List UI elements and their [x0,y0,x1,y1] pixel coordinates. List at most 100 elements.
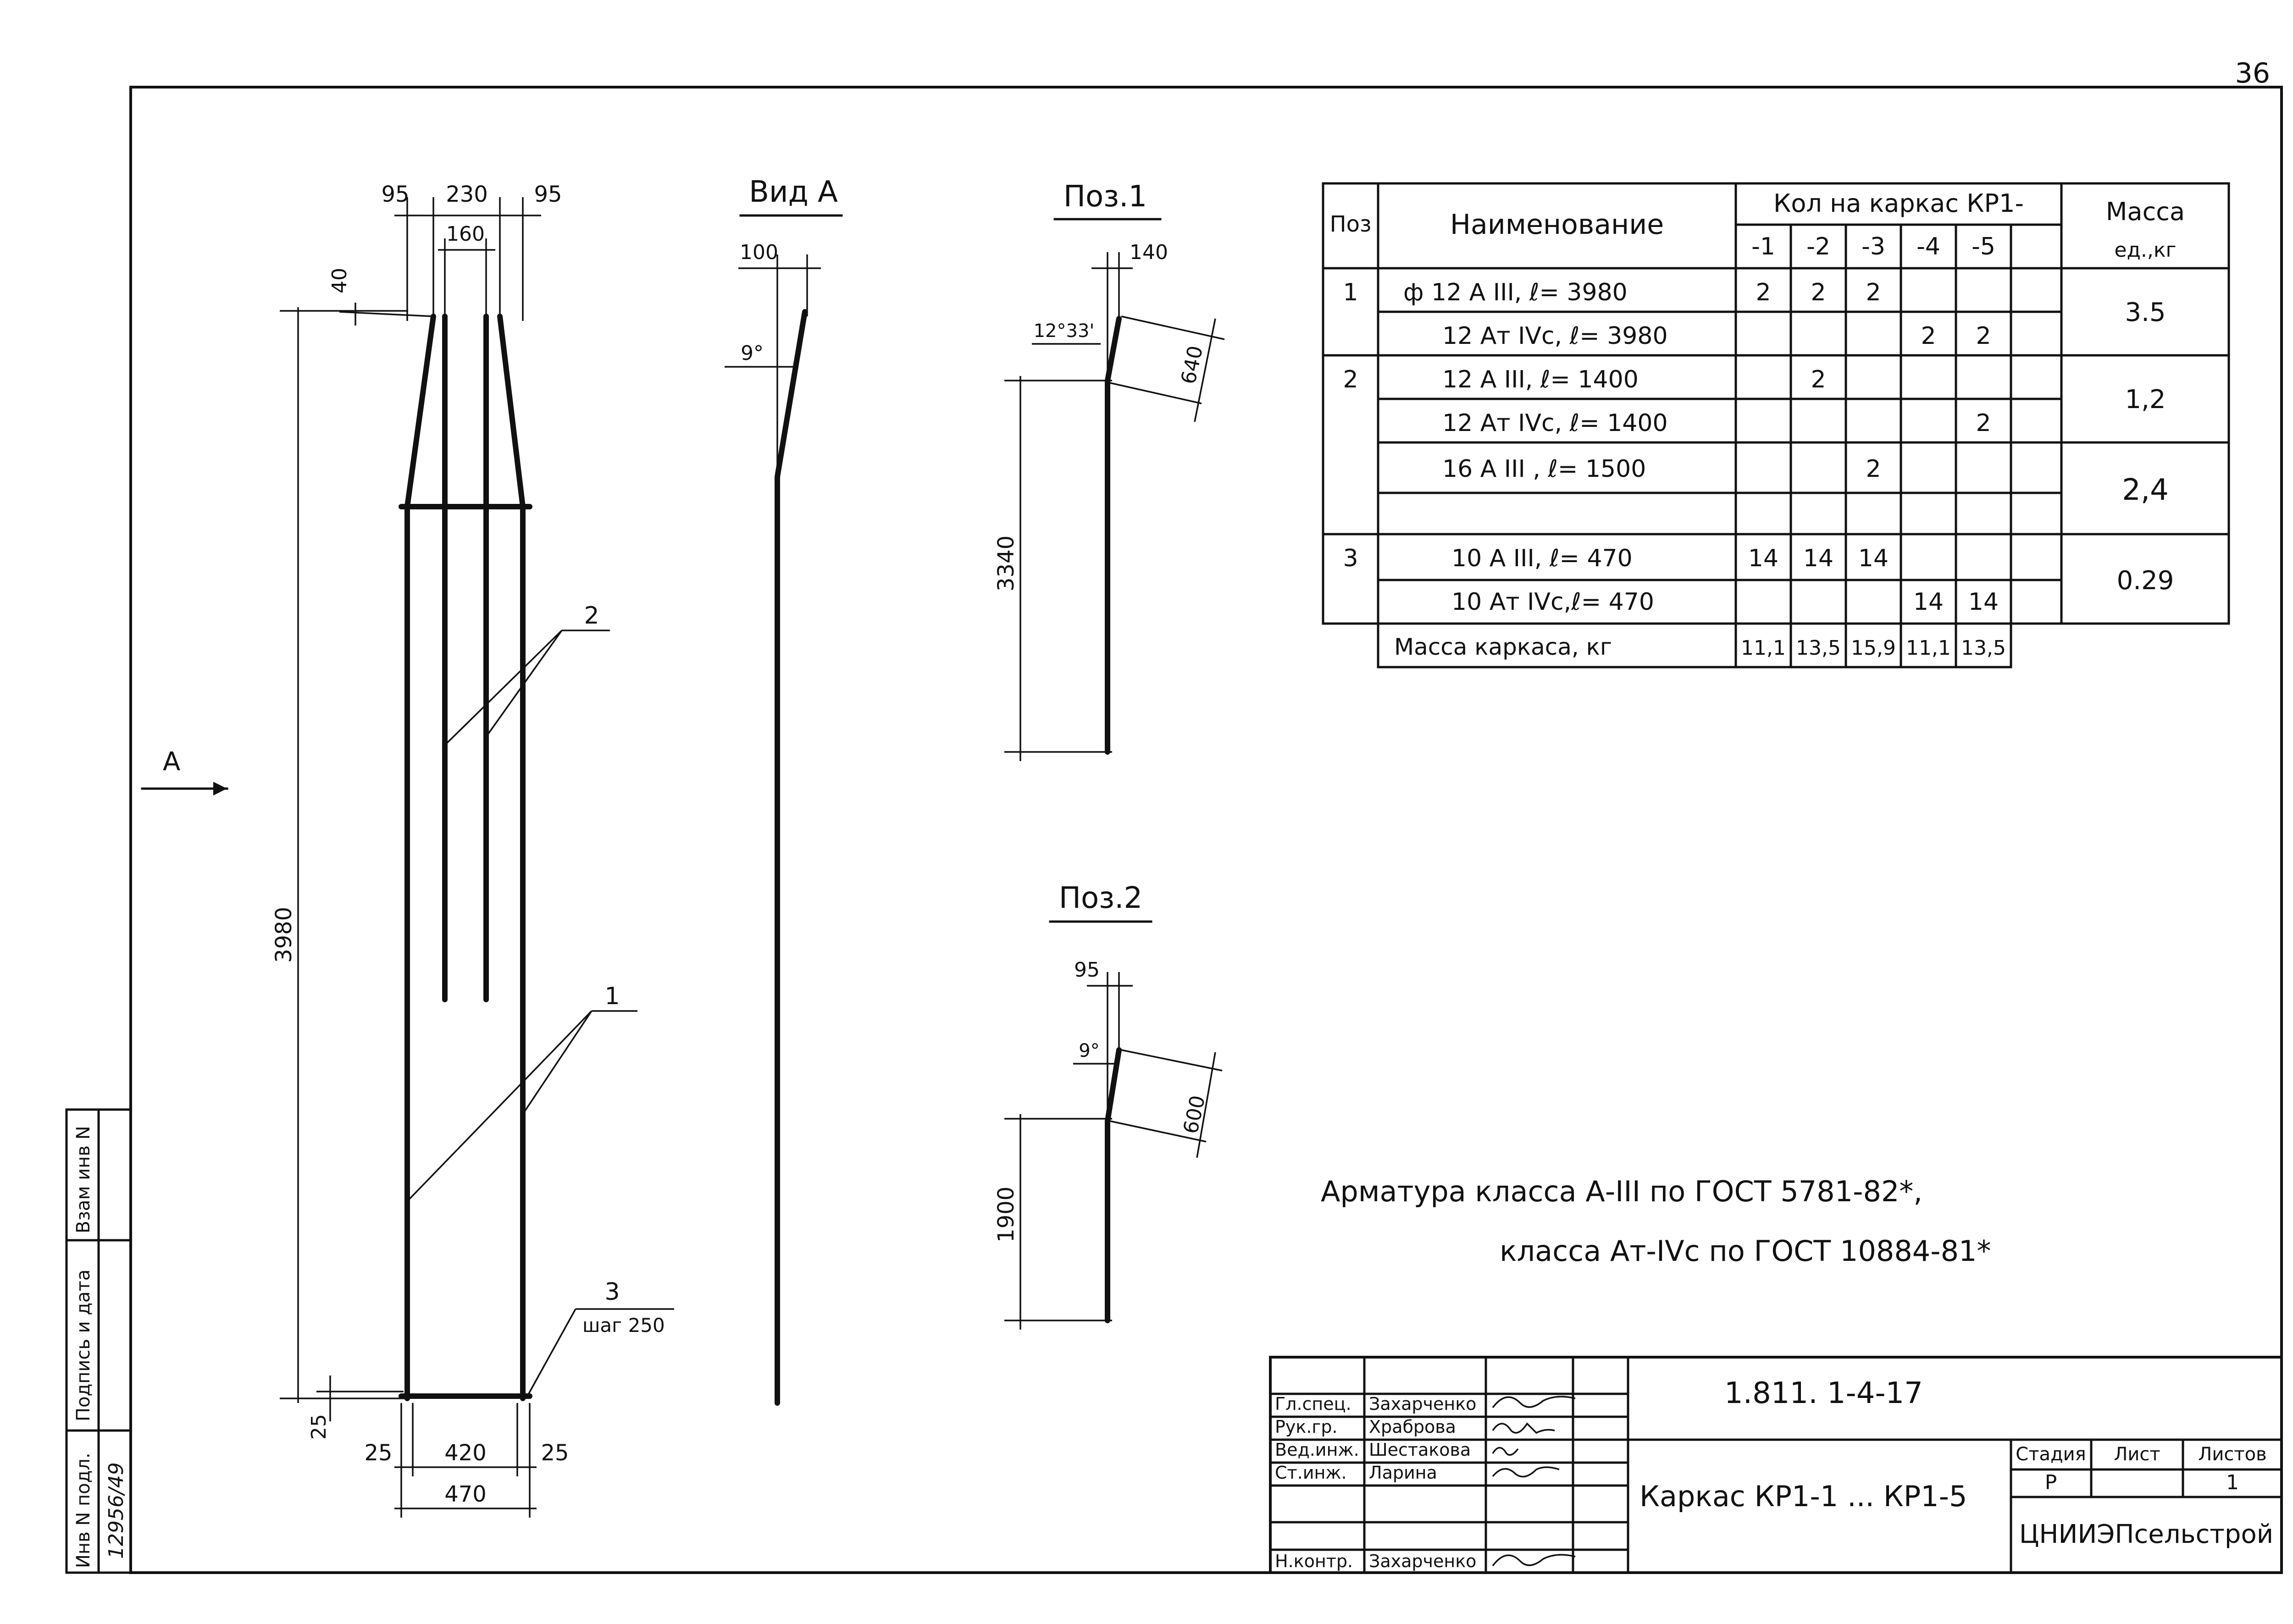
row-1-name: 12 Ат IVс, ℓ= 3980 [1442,322,1668,350]
stamp-inv-repl: Взам инв N [73,1126,94,1233]
total-2: 13,5 [1796,636,1841,660]
tb-role-3: Ст.инж. [1275,1463,1347,1483]
stamp-inv-orig: Инв N подл. [73,1453,94,1568]
tb-name-1: Храброва [1369,1417,1456,1437]
note-line-1: Арматура класса А-III по ГОСТ 5781-82*, [1321,1175,1922,1208]
stamp-inv-value: 12956/49 [105,1462,128,1559]
view-arrow-label: A [163,747,180,777]
th-name: Наименование [1450,209,1664,241]
pos1-title: Поз.1 [1063,180,1147,214]
total-5: 13,5 [1961,636,2006,660]
signature-3 [1492,1466,1560,1478]
row-6-name: 10 А III, ℓ= 470 [1451,545,1633,572]
callout-pos-2: 2 [584,602,599,630]
tb-name-2: Шестакова [1369,1440,1471,1460]
pos2-dim-600: 600 [1179,1094,1210,1136]
pos2-angle: 9° [1079,1040,1099,1061]
th-sub-4: -4 [1916,233,1940,260]
row-7-q4: 14 [1913,588,1944,616]
title-block: Гл.спец. Захарченко Рук.гр. Храброва Вед… [1269,1356,2283,1574]
th-qty: Кол на каркас КР1- [1773,189,2024,218]
row-6-q1: 14 [1748,545,1778,572]
tb-role-2: Вед.инж. [1275,1440,1359,1460]
dim-40: 40 [328,268,351,293]
pos1-detail: Поз.1 140 12°33' 640 3340 [993,180,1225,761]
th-pos: Поз [1330,211,1372,237]
pos1-angle: 12°33' [1034,320,1095,342]
tb-name: Каркас КР1-1 ... КР1-5 [1639,1480,1967,1513]
view-a: Вид А 100 9° [725,175,843,1406]
tb-name-5: Захарченко [1369,1551,1476,1571]
row-6-q2: 14 [1803,545,1833,572]
pos2-dim-95: 95 [1074,958,1100,982]
total-1: 11,1 [1741,636,1786,660]
tb-name-0: Захарченко [1369,1394,1476,1414]
row-6-pos: 3 [1343,545,1358,572]
row-1-q5: 2 [1976,322,1991,350]
signature-2 [1492,1447,1519,1456]
th-mass: Масса [2106,197,2185,226]
th-mass-unit: ед.,кг [2114,238,2176,262]
total-4: 11,1 [1906,636,1951,660]
th-sub-1: -1 [1751,233,1775,260]
pos2-dim-1900: 1900 [993,1187,1019,1243]
side-stamp: Взам инв N Подпись и дата Инв N подл. 12… [65,1108,132,1574]
total-label: Масса каркаса, кг [1394,634,1612,660]
signature-5 [1492,1554,1576,1567]
signature-1 [1492,1422,1555,1434]
dim-bottom-left: 25 [364,1440,392,1466]
tb-stage: Р [2045,1471,2057,1494]
pos1-dim-3340: 3340 [993,536,1019,591]
tb-name-3: Ларина [1369,1463,1437,1483]
row-3-name: 12 Ат IVс, ℓ= 1400 [1442,409,1668,437]
row-0-q3: 2 [1866,279,1881,306]
total-3: 15,9 [1851,636,1896,660]
dim-inner: 160 [446,222,485,246]
mass-pos3: 0.29 [2117,566,2174,596]
pos2-title: Поз.2 [1059,881,1142,915]
mass-pos2b: 2,4 [2122,473,2169,507]
row-2-name: 12 А III, ℓ= 1400 [1442,366,1639,393]
dim-height: 3980 [271,907,297,963]
row-0-q2: 2 [1811,279,1826,306]
callout-step: шаг 250 [582,1314,665,1337]
pos1-dim-140: 140 [1130,241,1168,264]
view-a-title: Вид А [749,175,838,209]
dim-bottom-right: 25 [541,1440,569,1466]
th-sub-3: -3 [1861,233,1885,260]
row-7-q5: 14 [1968,588,1999,616]
row-6-q3: 14 [1858,545,1889,572]
tb-org: ЦНИИЭПсельстрой [2019,1519,2273,1549]
view-a-dim-100: 100 [740,241,778,264]
tb-stage-label: Стадия [2016,1444,2086,1465]
row-4-name: 16 А III , ℓ= 1500 [1442,455,1646,483]
mass-pos2a: 1,2 [2125,385,2166,414]
row-4-q3: 2 [1866,455,1881,483]
mass-pos1: 3.5 [2125,298,2166,327]
cage-elevation: 95 230 95 160 40 3980 25 25 420 25 470 A [141,182,674,1518]
tb-sheet-label: Лист [2114,1444,2160,1465]
dim-top-mid: 230 [446,182,488,207]
tb-designation: 1.811. 1-4-17 [1724,1376,1923,1410]
row-0-pos: 1 [1343,279,1358,306]
spec-table: Поз Наименование Кол на каркас КР1- Масс… [1322,182,2230,668]
dim-width: 470 [444,1481,487,1507]
callout-pos-3: 3 [604,1278,620,1306]
tb-role-0: Гл.спец. [1275,1394,1351,1414]
page-number: 36 [2235,57,2270,89]
dim-bottom-25: 25 [307,1414,331,1440]
th-sub-5: -5 [1972,233,1995,260]
stamp-sign-date: Подпись и дата [73,1270,94,1421]
view-a-angle: 9° [741,342,764,365]
dim-bottom-mid: 420 [444,1440,487,1466]
tb-role-1: Рук.гр. [1275,1417,1338,1437]
row-0-name: ф 12 А III, ℓ= 3980 [1403,279,1628,306]
dim-top-left: 95 [381,182,409,207]
row-7-name: 10 Ат IVс,ℓ= 470 [1451,588,1654,616]
note-line-2: класса Ат-IVс по ГОСТ 10884-81* [1500,1234,1991,1268]
th-sub-2: -2 [1806,233,1830,260]
dim-top-right: 95 [534,182,562,207]
row-2-pos: 2 [1343,366,1358,393]
tb-sheets-label: Листов [2198,1444,2266,1465]
